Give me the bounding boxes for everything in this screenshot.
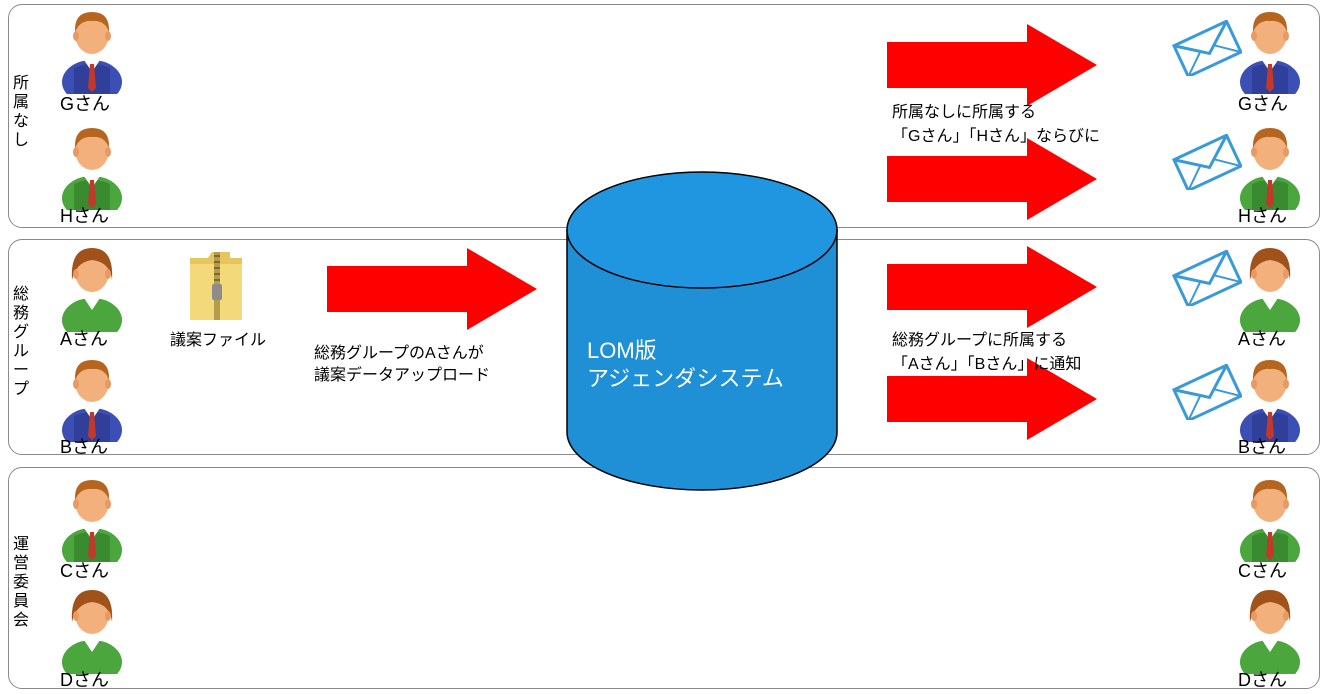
person-g-right-label: Gさん — [1238, 94, 1289, 114]
group-label-none: 所属なし — [12, 75, 29, 149]
person-d-left — [60, 582, 124, 674]
person-h-left-label: Hさん — [60, 206, 109, 226]
person-b-right-label: Bさん — [1238, 437, 1287, 457]
group-label-steering-committee: 運営委員会 — [12, 536, 29, 629]
person-d-right — [1238, 582, 1302, 674]
database-title-line2: アジェンダシステム — [587, 366, 784, 391]
notify-arrow-h — [884, 138, 1100, 220]
person-g-left — [60, 2, 124, 94]
person-a-right — [1238, 240, 1302, 332]
file-label: 議案ファイル — [170, 332, 267, 349]
person-a-left-label: Aさん — [60, 329, 109, 349]
person-h-right — [1238, 118, 1302, 210]
person-c-right-label: Cさん — [1238, 561, 1287, 581]
notify-middle-line1: 総務グループに所属する — [892, 332, 1068, 349]
person-h-right-label: Hさん — [1238, 206, 1287, 226]
mail-icon-b — [1172, 364, 1242, 425]
person-c-left-label: Cさん — [60, 561, 109, 581]
upload-arrow — [324, 248, 540, 330]
person-c-right — [1238, 470, 1302, 562]
person-c-left — [60, 470, 124, 562]
person-d-left-label: Dさん — [60, 670, 109, 690]
notify-arrow-a — [884, 246, 1100, 328]
mail-icon-a — [1172, 250, 1242, 311]
notify-top-line2: 「Gさん」「Hさん」ならびに — [892, 128, 1101, 145]
person-d-right-label: Dさん — [1238, 670, 1287, 690]
person-h-left — [60, 118, 124, 210]
person-b-left-label: Bさん — [60, 437, 109, 457]
notify-arrow-g — [884, 24, 1100, 106]
database-cylinder — [565, 168, 839, 494]
person-b-right — [1238, 350, 1302, 442]
notify-top-line1: 所属なしに所属する — [892, 104, 1037, 121]
person-b-left — [60, 350, 124, 442]
group-row-steering-committee — [8, 467, 1320, 689]
person-a-right-label: Aさん — [1238, 329, 1287, 349]
person-g-right — [1238, 2, 1302, 94]
mail-icon-h — [1172, 134, 1242, 195]
notify-middle-line2: 「Aさん」「Bさん」に通知 — [892, 356, 1082, 373]
person-a-left — [60, 240, 124, 332]
mail-icon-g — [1172, 20, 1242, 81]
database-title-line1: LOM版 — [587, 338, 657, 363]
person-g-left-label: Gさん — [60, 94, 111, 114]
group-label-general-affairs: 総務グループ — [12, 286, 29, 398]
upload-text-line2: 議案データアップロード — [314, 367, 491, 384]
upload-text-line1: 総務グループのAさんが — [314, 345, 484, 362]
zip-folder-icon — [186, 250, 246, 322]
